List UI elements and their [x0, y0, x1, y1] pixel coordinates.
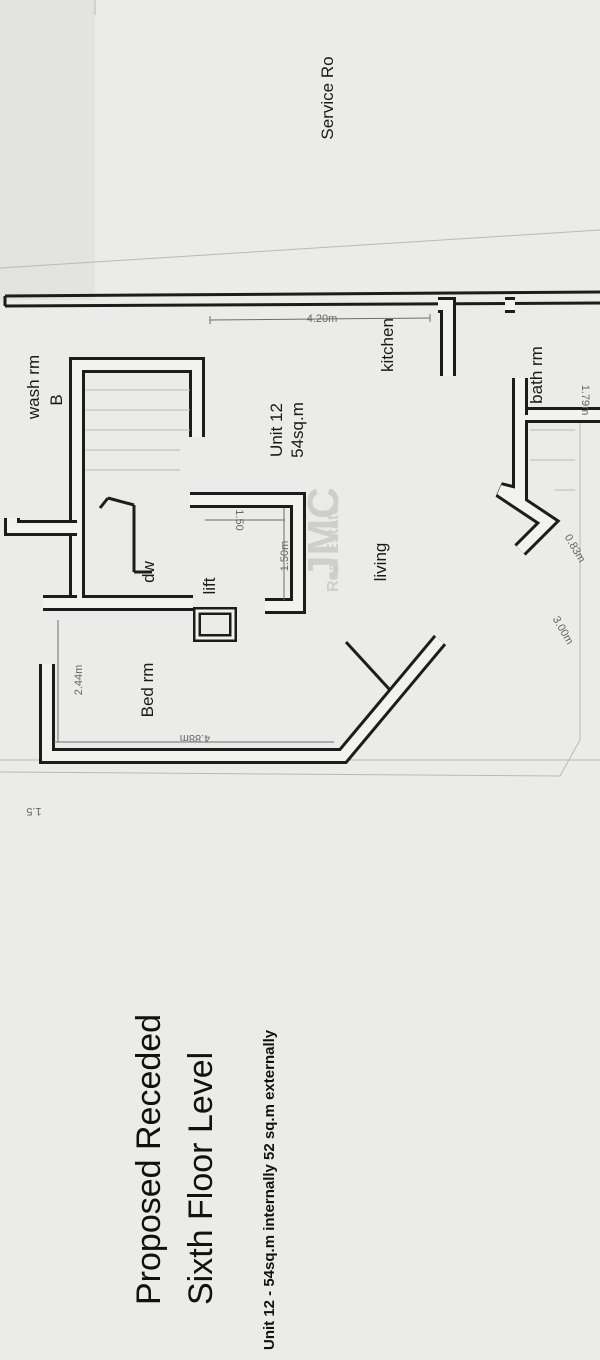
door-lines — [98, 496, 392, 692]
room-label-bed-rm: Bed rm — [138, 663, 157, 718]
walls — [4, 297, 600, 764]
dim-label-bath: 1.79m — [579, 385, 591, 416]
watermark: JMC Real Estate — [299, 487, 348, 592]
area-note: Unit 12 - 54sq.m internally 52 sq.m exte… — [261, 1029, 278, 1350]
dim-label-bed-width: 4.88m — [180, 732, 211, 744]
watermark-logo-text: JMC — [299, 487, 348, 580]
room-labels: Service Ro wash rm B Unit 12 54sq.m kitc… — [24, 56, 546, 717]
watermark-sub-text: Real Estate — [325, 506, 342, 592]
dim-label-kitchen-width: 4.20m — [307, 313, 338, 325]
dimension-lines — [54, 314, 431, 743]
dim-label-lift-width: 1.50 — [233, 509, 245, 530]
stair-treads — [85, 389, 575, 491]
room-label-living: living — [371, 543, 390, 582]
room-label-bath-rm: bath rm — [527, 346, 546, 404]
room-label-wash-rm: wash rm — [24, 355, 43, 420]
title-block: Proposed Receded Sixth Floor Level Unit … — [130, 1014, 278, 1350]
unit-label: Unit 12 — [267, 403, 286, 457]
dim-label-margin: 1.5 — [26, 805, 41, 817]
room-label-kitchen: kitchen — [378, 318, 397, 372]
room-label-lift: lift — [200, 577, 219, 594]
unit-area-label: 54sq.m — [288, 402, 307, 458]
dim-label-bed-depth: 2.44m — [73, 665, 85, 696]
paper-shadow — [0, 0, 95, 300]
room-label-dw: dw — [139, 560, 158, 582]
room-label-wash-rm-sub: B — [47, 394, 66, 405]
street-label: Service Ro — [318, 56, 337, 139]
dim-label-lift-depth: 1.50m — [279, 541, 291, 572]
title-line-2: Sixth Floor Level — [182, 1052, 220, 1305]
title-line-1: Proposed Receded — [130, 1014, 168, 1305]
street-wall — [3, 290, 600, 308]
